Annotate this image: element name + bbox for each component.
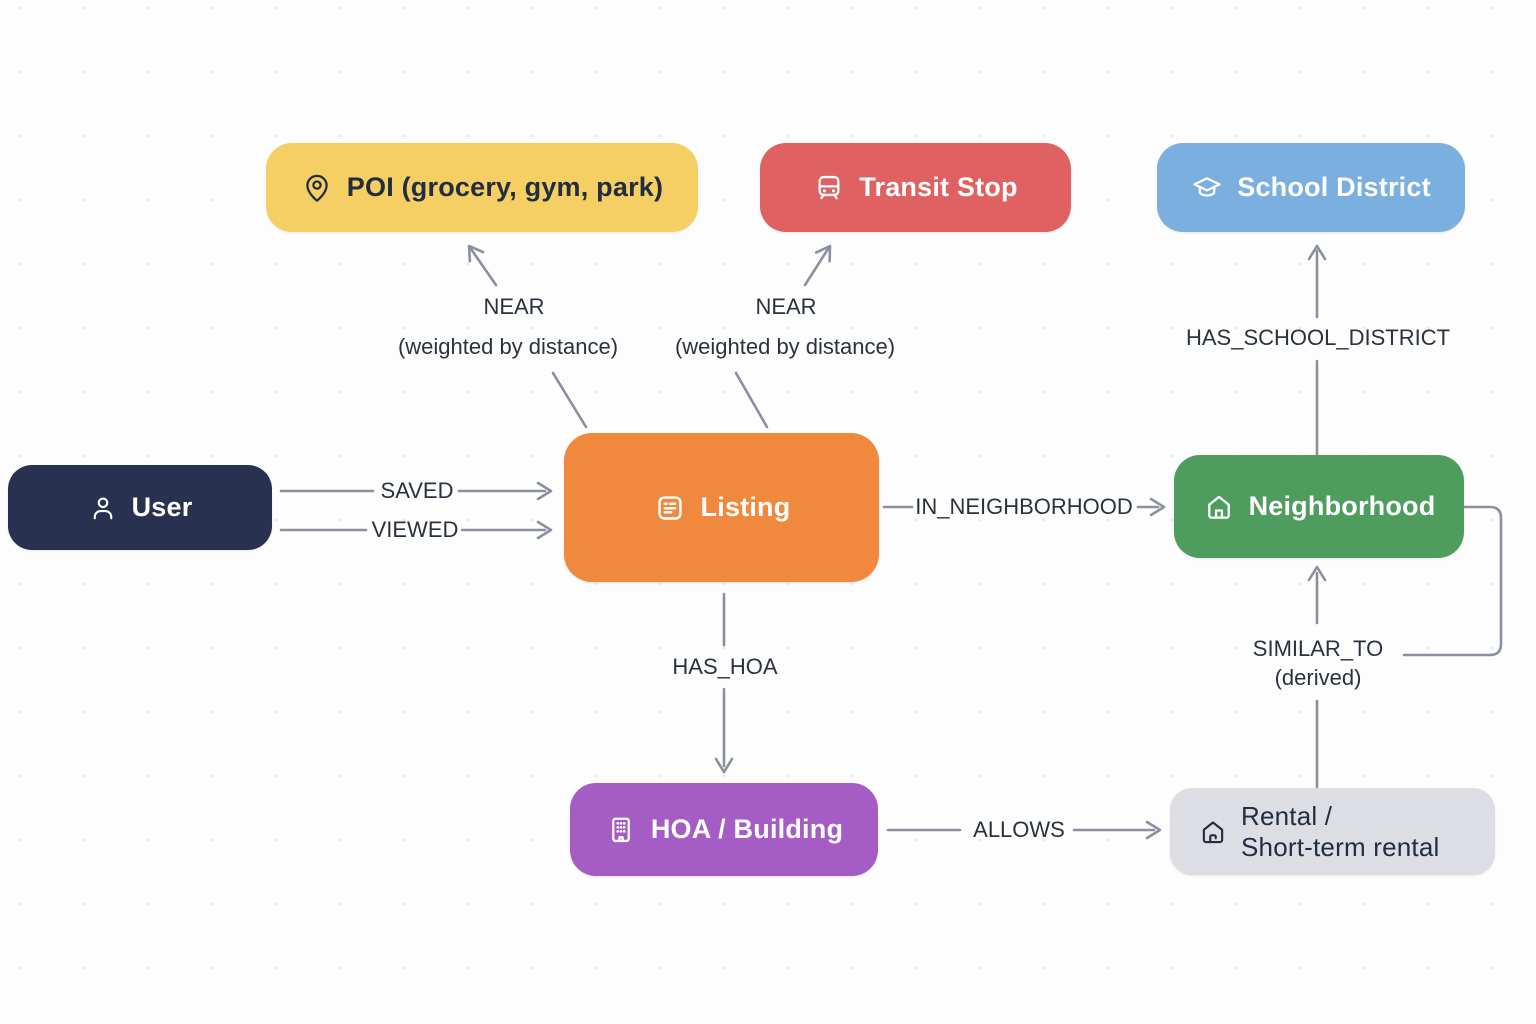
node-school-district[interactable]: School District <box>1157 143 1465 232</box>
node-rental[interactable]: Rental /Short-term rental <box>1170 788 1495 875</box>
person-icon <box>88 493 118 523</box>
node-hoa-building-label: HOA / Building <box>650 814 844 844</box>
list-card-icon <box>653 491 687 525</box>
edge-label-saved[interactable]: SAVED <box>380 478 454 503</box>
edge-label-has-hoa[interactable]: HAS_HOA <box>672 654 778 679</box>
node-poi[interactable]: POI (grocery, gym, park) <box>266 143 698 232</box>
graduation-cap-icon <box>1191 172 1223 204</box>
bus-icon <box>813 172 845 204</box>
edge-sublabel-similar-to[interactable]: (derived) <box>1274 665 1362 690</box>
node-school-district-label: School District <box>1237 172 1431 202</box>
node-hoa-building[interactable]: HOA / Building <box>570 783 878 876</box>
edge-label-similar-to[interactable]: SIMILAR_TO <box>1252 636 1384 661</box>
edge-label-near-poi[interactable]: NEAR <box>483 294 545 319</box>
node-neighborhood-label: Neighborhood <box>1248 491 1436 521</box>
node-listing-label: Listing <box>700 492 791 522</box>
edge-label-has-school-district[interactable]: HAS_SCHOOL_DISTRICT <box>1185 325 1451 350</box>
node-user[interactable]: User <box>8 465 272 550</box>
node-transit-stop[interactable]: Transit Stop <box>760 143 1071 232</box>
edge-label-allows[interactable]: ALLOWS <box>973 817 1065 842</box>
edge-label-viewed[interactable]: VIEWED <box>371 517 459 542</box>
node-user-label: User <box>131 492 193 522</box>
building-icon <box>605 814 637 846</box>
node-neighborhood[interactable]: Neighborhood <box>1174 455 1464 558</box>
node-rental-label: Rental /Short-term rental <box>1241 800 1440 862</box>
node-listing[interactable]: Listing <box>564 433 879 582</box>
edge-sublabel-near-poi[interactable]: (weighted by distance) <box>397 334 619 359</box>
map-pin-icon <box>301 172 333 204</box>
edge-sublabel-near-transit[interactable]: (weighted by distance) <box>674 334 896 359</box>
edge-label-near-transit[interactable]: NEAR <box>755 294 817 319</box>
edge-has-hoa[interactable] <box>714 592 734 774</box>
node-poi-label: POI (grocery, gym, park) <box>346 172 664 202</box>
home-icon <box>1203 491 1235 523</box>
node-transit-stop-label: Transit Stop <box>859 172 1018 202</box>
home-icon <box>1198 817 1228 847</box>
edge-label-in-neighborhood[interactable]: IN_NEIGHBORHOOD <box>915 494 1133 519</box>
